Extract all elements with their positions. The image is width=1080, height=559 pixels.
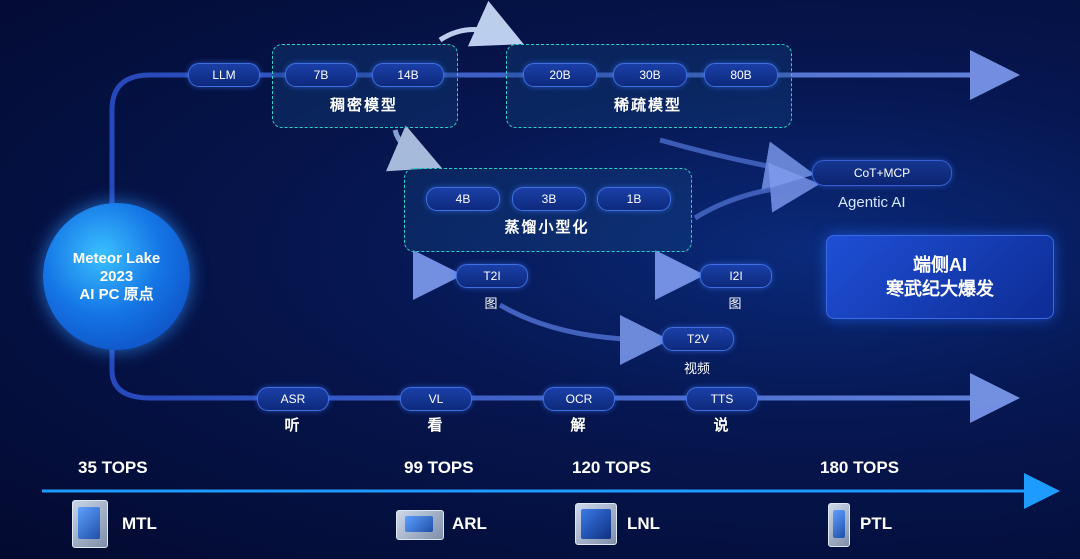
distill-1b-pill: 1B [597, 187, 671, 211]
ocr-pill: OCR [543, 387, 615, 411]
agentic-ai-label: Agentic AI [838, 194, 906, 211]
distill-3b-pill: 3B [512, 187, 586, 211]
sparse-model-label: 稀疏模型 [613, 97, 682, 114]
mtl-label: MTL [122, 514, 157, 533]
dense-14b-pill: 14B [372, 63, 444, 87]
ocr-sub: 解 [570, 417, 586, 434]
tops-lnl: 120 TOPS [572, 458, 652, 477]
arl-label: ARL [452, 514, 487, 533]
tts-sub: 说 [713, 417, 729, 434]
lnl-label: LNL [627, 514, 661, 533]
lnl-chip-icon [575, 503, 617, 545]
arl-chip-icon [396, 510, 444, 540]
tops-arl: 99 TOPS [404, 458, 474, 477]
sparse-20b-pill: 20B [523, 63, 597, 87]
edge-ai-callout: 端侧AI 寒武纪大爆发 [826, 235, 1054, 319]
vl-sub: 看 [427, 417, 443, 434]
tops-mtl: 35 TOPS [78, 458, 148, 477]
t2v-pill: T2V [662, 327, 734, 351]
mtl-chip-icon [72, 500, 108, 548]
sparse-80b-pill: 80B [704, 63, 778, 87]
i2i-sub: 图 [728, 296, 742, 311]
t2i-sub: 图 [484, 296, 498, 311]
asr-pill: ASR [257, 387, 329, 411]
sparse-30b-pill: 30B [613, 63, 687, 87]
callout-line1: 端侧AI [913, 255, 967, 275]
t2i-pill: T2I [456, 264, 528, 288]
tts-pill: TTS [686, 387, 758, 411]
llm-pill: LLM [188, 63, 260, 87]
asr-sub: 听 [284, 417, 300, 434]
dense-model-label: 稠密模型 [329, 97, 398, 114]
dense-7b-pill: 7B [285, 63, 357, 87]
t2v-sub: 视频 [683, 361, 710, 376]
ptl-chip-icon [828, 503, 850, 547]
i2i-pill: I2I [700, 264, 772, 288]
hub-subtitle: AI PC 原点 [79, 285, 154, 303]
cot-mcp-pill: CoT+MCP [812, 160, 952, 186]
tops-ptl: 180 TOPS [820, 458, 900, 477]
meteor-lake-hub: Meteor Lake 2023 AI PC 原点 [43, 203, 190, 350]
ptl-label: PTL [860, 514, 893, 533]
callout-line2: 寒武纪大爆发 [886, 279, 994, 299]
hub-title: Meteor Lake [72, 249, 161, 267]
vl-pill: VL [400, 387, 472, 411]
hub-year: 2023 [99, 267, 134, 285]
distill-4b-pill: 4B [426, 187, 500, 211]
distill-label: 蒸馏小型化 [504, 219, 590, 236]
